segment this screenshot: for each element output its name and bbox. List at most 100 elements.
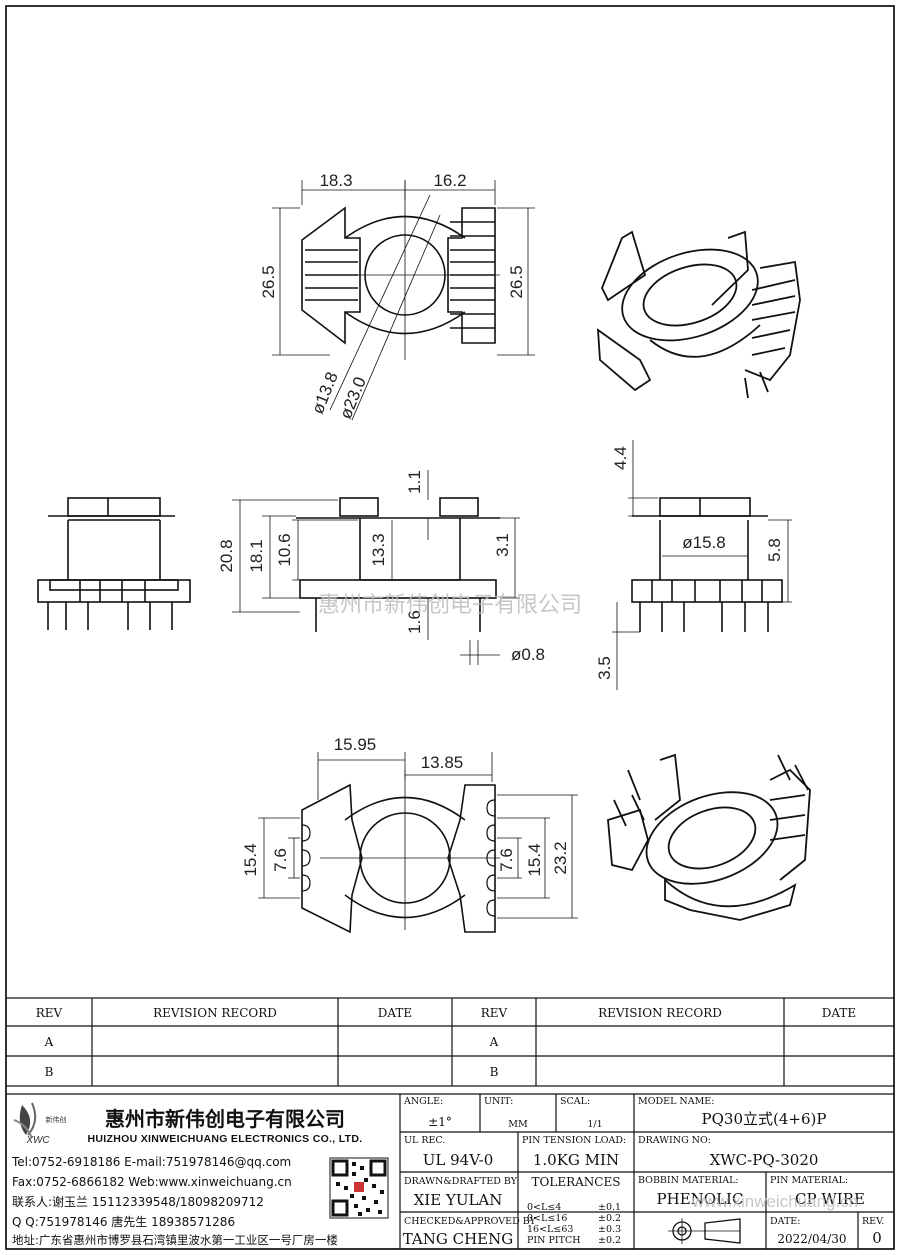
dim-top-offset: 4.4 xyxy=(611,446,630,470)
logo-text: XWC xyxy=(25,1135,50,1146)
dim-top-height-left: 26.5 xyxy=(259,265,278,298)
date-header-2: DATE xyxy=(822,1006,856,1020)
rev-row-b-left: B xyxy=(45,1065,54,1079)
tol-row-1-range: 0<L≤4 xyxy=(527,1202,561,1213)
front-view-dims: 20.8 18.1 10.6 13.3 1.1 3.1 1.6 ø0.8 xyxy=(217,470,545,664)
company-logo: XWC 新伟创 xyxy=(13,1102,67,1146)
dim-top-width-left: 18.3 xyxy=(319,171,352,190)
tol-row-1-value: ±0.1 xyxy=(598,1202,621,1213)
bobbin-material-value: PHENOLIC xyxy=(657,1190,744,1208)
scale-label: SCAL: xyxy=(560,1096,590,1107)
company-address: 地址:广东省惠州市博罗县石湾镇里波水第一工业区一号厂房一楼 xyxy=(12,1233,338,1247)
top-view-dims: 18.3 16.2 26.5 26.5 ø13.8 ø23.0 xyxy=(259,171,526,422)
rev-row-a-right: A xyxy=(489,1035,499,1049)
company-name-en: HUIZHOU XINWEICHUANG ELECTRONICS CO., LT… xyxy=(88,1133,363,1145)
watermark-text: 惠州市新伟创电子有限公司 xyxy=(318,593,582,618)
dim-body-height: 18.1 xyxy=(247,539,266,572)
tolerances-label: TOLERANCES xyxy=(532,1175,621,1189)
date-header-1: DATE xyxy=(378,1006,412,1020)
isometric-view-bottom xyxy=(607,753,811,921)
dim-top-width-right: 16.2 xyxy=(433,171,466,190)
side-view-dims: 4.4 ø15.8 5.8 3.5 xyxy=(595,446,784,680)
dim-overall-height: 20.8 xyxy=(217,539,236,572)
pin-tension-value: 1.0KG MIN xyxy=(533,1151,619,1169)
front-view-left xyxy=(37,497,191,630)
revision-record-header-2: REVISION RECORD xyxy=(598,1006,722,1020)
sheet-border xyxy=(5,5,895,1250)
company-name-cn: 惠州市新伟创电子有限公司 xyxy=(105,1107,345,1131)
dim-flange-height: 5.8 xyxy=(765,538,784,562)
logo-small-text: 新伟创 xyxy=(46,1115,67,1124)
date-label: DATE: xyxy=(770,1216,800,1227)
rev-header-1: REV xyxy=(36,1006,63,1020)
rev-value: 0 xyxy=(872,1229,882,1247)
tol-row-2-range: 0<L≤16 xyxy=(527,1213,567,1224)
tol-row-4-range: PIN PITCH xyxy=(527,1235,581,1246)
top-view xyxy=(272,180,535,421)
dim-bottom-left-inner: 7.6 xyxy=(271,848,290,872)
dim-pin-dia: ø0.8 xyxy=(511,645,545,664)
pin-tension-label: PIN TENSION LOAD: xyxy=(522,1135,626,1146)
dim-bore-dia: ø15.8 xyxy=(682,533,725,552)
dim-outer-dia: ø23.0 xyxy=(336,374,370,421)
pin-material-value: CP WIRE xyxy=(795,1190,865,1208)
drawn-by-value: XIE YULAN xyxy=(414,1191,503,1209)
rev-row-a-left: A xyxy=(44,1035,54,1049)
rev-row-b-right: B xyxy=(490,1065,499,1079)
scale-value: 1/1 xyxy=(587,1119,602,1130)
unit-label: UNIT: xyxy=(484,1096,513,1107)
dim-core-height: 13.3 xyxy=(369,533,388,566)
dim-inner-dia: ø13.8 xyxy=(308,369,342,416)
dim-bottom-flange: 3.1 xyxy=(493,533,512,557)
drawing-no-value: XWC-PQ-3020 xyxy=(710,1151,819,1169)
tol-row-3-value: ±0.3 xyxy=(598,1224,621,1235)
dim-pin-length: 3.5 xyxy=(595,656,614,680)
dim-bottom-right-outer: 15.4 xyxy=(525,843,544,876)
checked-by-value: TANG CHENG xyxy=(403,1230,514,1248)
front-view-center xyxy=(232,470,520,665)
ul-rec-value: UL 94V-0 xyxy=(423,1151,494,1169)
watermark-url: www.xinweichuang.cn xyxy=(691,1192,858,1211)
checked-by-label: CHECKED&APPROVED BY xyxy=(404,1216,537,1227)
rev-header-2: REV xyxy=(481,1006,508,1020)
dim-bottom-left-outer: 15.4 xyxy=(241,843,260,876)
ul-rec-label: UL REC. xyxy=(404,1135,445,1146)
dim-base-gap: 1.6 xyxy=(405,610,424,634)
drawing-no-label: DRAWING NO: xyxy=(638,1135,711,1146)
isometric-view-top xyxy=(596,230,801,399)
contact-person: 联系人:谢玉兰 15112339548/18098209712 xyxy=(12,1194,264,1209)
revision-record-header-1: REVISION RECORD xyxy=(153,1006,277,1020)
tol-row-2-value: ±0.2 xyxy=(598,1213,621,1224)
pin-material-label: PIN MATERIAL: xyxy=(770,1175,848,1186)
contact-fax: Fax:0752-6866182 Web:www.xinweichuang.cn xyxy=(12,1175,292,1189)
side-view xyxy=(612,440,792,690)
unit-value: MM xyxy=(508,1119,528,1130)
bottom-view xyxy=(258,752,578,934)
qr-code xyxy=(329,1157,389,1219)
angle-value: ±1° xyxy=(428,1115,452,1129)
angle-label: ANGLE: xyxy=(403,1096,443,1107)
projection-symbol xyxy=(668,1218,741,1244)
contact-tel: Tel:0752-6918186 E-mail:751978146@qq.com xyxy=(11,1155,291,1169)
dim-bottom-right-inner: 7.6 xyxy=(497,848,516,872)
title-block-grid xyxy=(6,1093,894,1249)
dim-bottom-width-left: 15.95 xyxy=(334,735,377,754)
bottom-view-dims: 15.95 13.85 15.4 7.6 7.6 15.4 23.2 xyxy=(241,735,570,877)
model-name-label: MODEL NAME: xyxy=(638,1096,714,1107)
dim-top-height-right: 26.5 xyxy=(507,265,526,298)
drawn-by-label: DRAWN&DRAFTED BY xyxy=(404,1176,518,1187)
dim-top-flange: 1.1 xyxy=(405,470,424,494)
rev-label: REV. xyxy=(862,1216,884,1227)
contact-qq: Q Q:751978146 唐先生 18938571286 xyxy=(12,1214,235,1229)
revision-table-text: REV REVISION RECORD DATE REV REVISION RE… xyxy=(36,1006,856,1079)
dim-bottom-overall: 23.2 xyxy=(551,841,570,874)
dim-bottom-width-right: 13.85 xyxy=(421,753,464,772)
date-value: 2022/04/30 xyxy=(777,1232,846,1246)
tol-row-4-value: ±0.2 xyxy=(598,1235,621,1246)
dim-window-height: 10.6 xyxy=(275,533,294,566)
revision-table xyxy=(5,997,895,1087)
bobbin-material-label: BOBBIN MATERIAL: xyxy=(638,1175,739,1186)
tol-row-3-range: 16<L≤63 xyxy=(527,1224,573,1235)
model-name-value: PQ30立式(4+6)P xyxy=(702,1110,827,1128)
